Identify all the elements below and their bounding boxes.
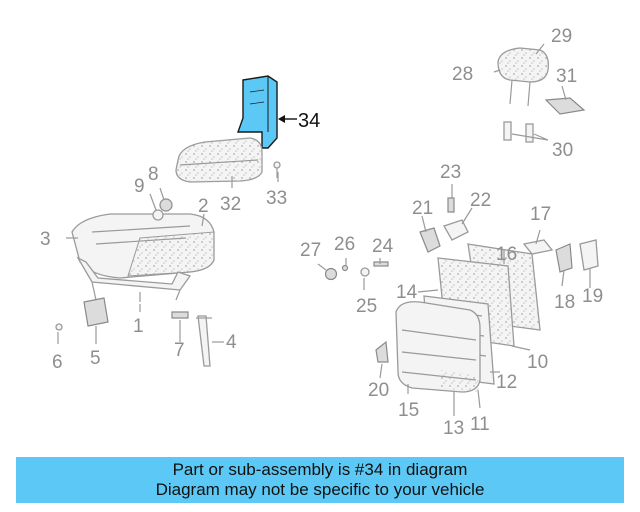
callout-5: 5	[90, 348, 101, 369]
part-1-frame	[76, 256, 192, 302]
part-25	[360, 267, 370, 277]
part-29-headrest	[497, 47, 549, 107]
callout-1: 1	[133, 316, 144, 337]
part-31	[544, 97, 586, 115]
part-7	[171, 311, 189, 319]
callout-31: 31	[556, 66, 577, 87]
callout-27: 27	[300, 240, 321, 261]
callout-28: 28	[452, 64, 473, 85]
part-19	[579, 239, 599, 271]
part-18	[555, 243, 573, 273]
callout-16: 16	[496, 244, 517, 265]
svg-text:34: 34	[298, 110, 320, 132]
banner-line-1: Part or sub-assembly is #34 in diagram	[172, 460, 468, 479]
part-20	[375, 340, 389, 363]
callout-23: 23	[440, 162, 461, 183]
callout-33: 33	[266, 188, 287, 209]
callout-18: 18	[554, 292, 575, 313]
part-32	[175, 137, 263, 183]
callout-15: 15	[398, 400, 419, 421]
part-15	[395, 301, 481, 393]
callout-22: 22	[470, 190, 491, 211]
callout-32: 32	[220, 194, 241, 215]
part-30	[503, 121, 534, 143]
callout-2: 2	[198, 196, 209, 217]
callout-14: 14	[396, 282, 418, 303]
part-26	[341, 264, 349, 272]
part-21	[419, 227, 441, 253]
callout-13: 13	[443, 418, 464, 439]
callout-20: 20	[368, 380, 389, 401]
parts-diagram: 34	[40, 26, 603, 439]
callout-26: 26	[334, 234, 355, 255]
callout-17: 17	[530, 204, 551, 225]
callout-3: 3	[40, 229, 51, 250]
callout-9: 9	[134, 176, 145, 197]
callout-24: 24	[372, 236, 394, 257]
banner-line-2: Diagram may not be specific to your vehi…	[155, 480, 485, 499]
part-34-highlighted[interactable]	[237, 75, 278, 149]
part-33	[273, 161, 281, 178]
info-banner: Part or sub-assembly is #34 in diagram D…	[16, 457, 624, 503]
callout-34: 34	[278, 110, 320, 132]
part-22	[443, 219, 469, 241]
callout-19: 19	[582, 286, 603, 307]
leader-lines	[57, 43, 591, 416]
part-6	[55, 323, 63, 331]
callout-labels: 1 2 3 4 5 6 7 8 9 10 11 12 13 14 15 16 1…	[40, 26, 603, 439]
callout-21: 21	[412, 198, 433, 219]
part-seat-cushion	[71, 213, 215, 279]
part-5	[83, 297, 109, 327]
callout-29: 29	[551, 26, 572, 47]
part-23	[447, 197, 455, 213]
callout-4: 4	[226, 332, 237, 353]
callout-8: 8	[148, 164, 159, 185]
part-27	[324, 267, 338, 281]
callout-12: 12	[496, 372, 517, 393]
callout-10: 10	[527, 352, 548, 373]
part-4	[196, 315, 212, 367]
part-17	[522, 239, 554, 255]
part-24	[373, 261, 389, 267]
callout-25: 25	[356, 296, 377, 317]
callout-7: 7	[174, 340, 185, 361]
part-9	[152, 209, 164, 221]
part-8	[159, 198, 173, 212]
callout-30: 30	[552, 140, 573, 161]
callout-11: 11	[470, 414, 490, 435]
callout-6: 6	[52, 352, 63, 373]
